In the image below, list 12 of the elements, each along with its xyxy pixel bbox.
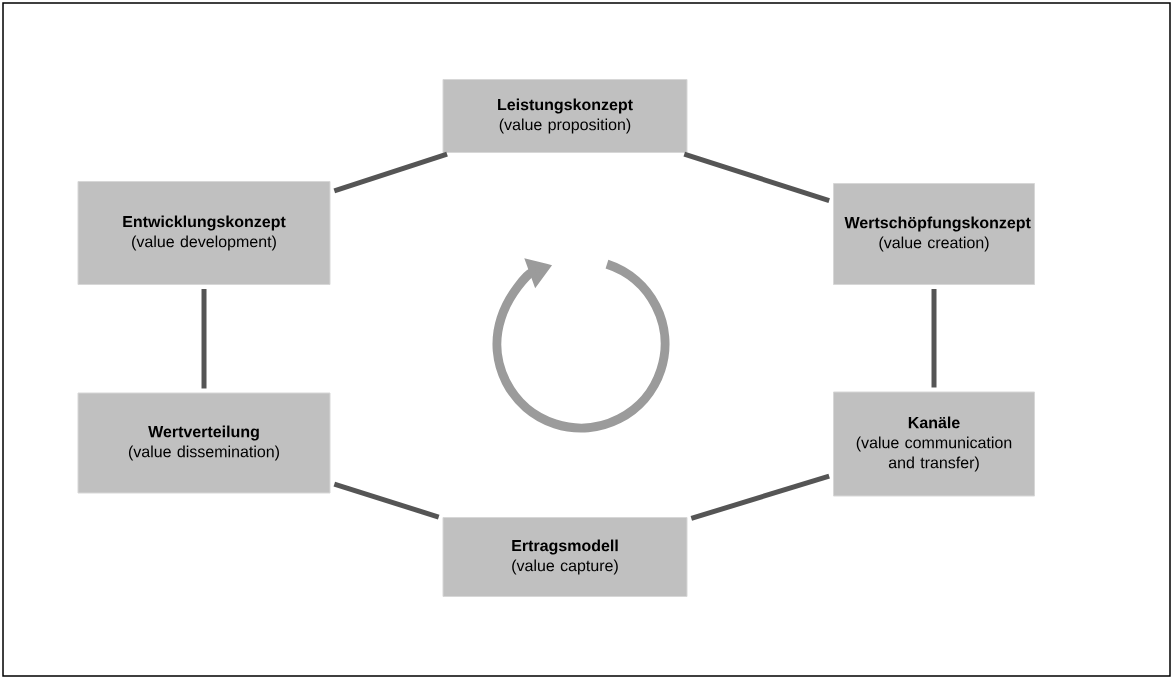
connector-line: [201, 289, 207, 389]
process-box: Kanäle (value communication and transfer): [833, 391, 1035, 497]
process-box: Leistungskonzept (value proposition): [442, 79, 688, 153]
process-box: Entwicklungskonzept (value development): [77, 181, 331, 285]
process-box: Wertverteilung (value dissemination): [77, 392, 331, 494]
connector-line: [931, 289, 937, 388]
connector-line: [333, 481, 440, 520]
connector-line: [333, 151, 448, 194]
process-box: Wertschöpfungskonzept (value creation): [833, 183, 1035, 285]
connector-line: [690, 473, 830, 521]
process-box: Ertragsmodell (value capture): [442, 517, 688, 597]
connector-line: [683, 151, 830, 203]
